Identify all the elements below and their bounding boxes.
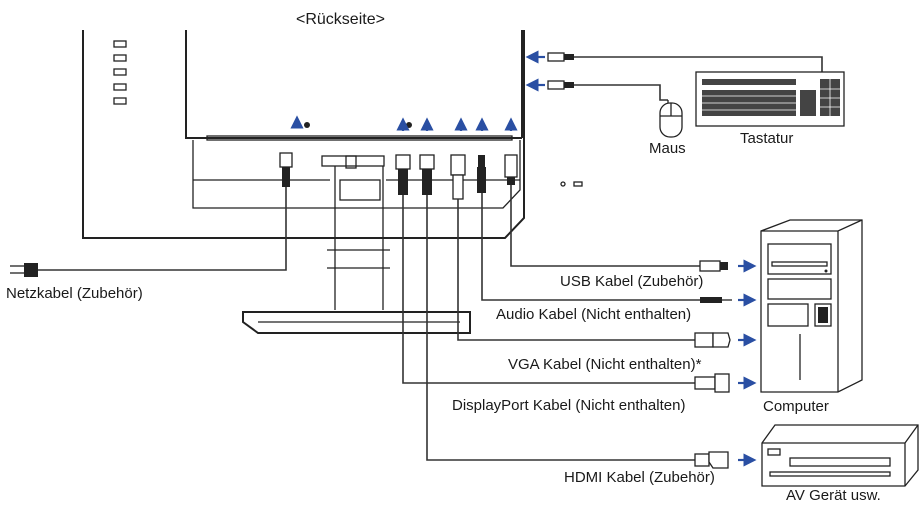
label-displayport-kabel: DisplayPort Kabel (Nicht enthalten) — [452, 397, 686, 414]
monitor-back — [82, 30, 583, 239]
label-netzkabel: Netzkabel (Zubehör) — [6, 285, 143, 302]
side-buttons — [113, 40, 127, 105]
label-computer: Computer — [763, 398, 829, 415]
signal-cables — [402, 185, 700, 461]
usb-peripheral-cables — [525, 50, 823, 101]
monitor-plugs — [395, 154, 518, 200]
av-device — [761, 424, 919, 487]
label-usb-kabel: USB Kabel (Zubehör) — [560, 273, 704, 290]
monitor-stand — [242, 155, 471, 334]
computer-device — [760, 219, 863, 393]
port-arrows — [290, 115, 518, 131]
screw-right — [406, 122, 412, 128]
mouse-device — [659, 100, 683, 138]
label-hdmi-kabel: HDMI Kabel (Zubehör) — [564, 469, 715, 486]
label-audio-kabel: Audio Kabel (Nicht enthalten) — [496, 306, 692, 323]
label-vga-kabel: VGA Kabel (Nicht enthalten)* — [508, 356, 702, 373]
power-cable — [10, 152, 293, 277]
port-strip — [206, 135, 513, 141]
diagram-title: <Rückseite> — [296, 11, 385, 28]
label-av-geraet: AV Gerät usw. — [786, 487, 881, 504]
label-maus: Maus — [649, 140, 686, 157]
device-arrows — [738, 259, 757, 467]
screw-left — [304, 122, 310, 128]
keyboard-device — [695, 71, 845, 127]
label-tastatur: Tastatur — [740, 130, 794, 147]
device-connectors — [694, 260, 732, 469]
